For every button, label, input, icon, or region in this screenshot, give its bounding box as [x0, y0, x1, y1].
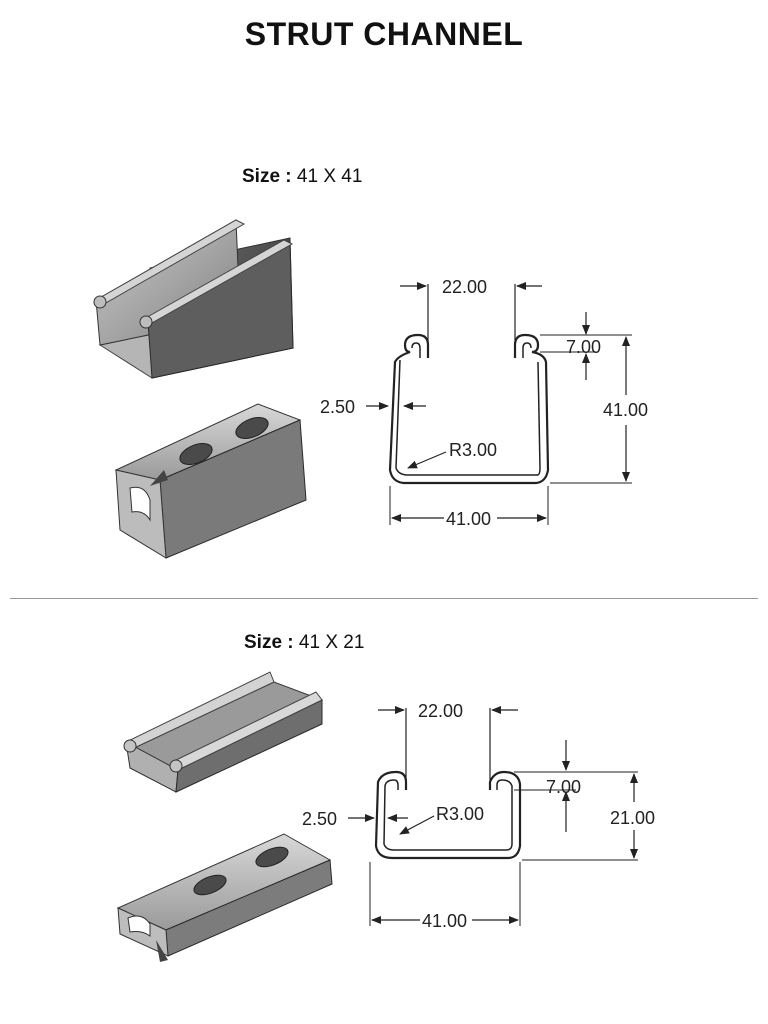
dim-channel-width: 41.00 [446, 509, 491, 529]
channel-3d-plain-41x41 [93, 219, 295, 379]
dim-lip-height: 7.00 [566, 337, 601, 357]
page-title: STRUT CHANNEL [244, 16, 524, 52]
channel-3d-slotted-41x41 [114, 403, 307, 559]
dim-thickness: 2.50 [320, 397, 355, 417]
channel-3d-slotted-41x21 [116, 833, 333, 962]
size-key: Size : [242, 166, 292, 187]
dim-lip-height: 7.00 [546, 777, 581, 797]
dim-channel-width: 41.00 [422, 911, 467, 931]
size-label-41x21: Size : 41 X 21 [244, 632, 364, 654]
size-value: 41 X 21 [298, 632, 365, 653]
profile-drawing-41x41 [366, 282, 632, 525]
channel-3d-plain-41x21 [123, 671, 324, 793]
dim-slot-width: 22.00 [418, 701, 463, 721]
size-label-41x41: Size : 41 X 41 [242, 166, 362, 188]
dim-thickness: 2.50 [302, 809, 337, 829]
size-key: Size : [244, 632, 294, 653]
profile-drawing-41x21 [348, 706, 638, 926]
dim-bend-radius: R3.00 [436, 804, 484, 824]
section-divider [10, 598, 758, 599]
dim-channel-height: 41.00 [603, 400, 648, 420]
dim-slot-width: 22.00 [442, 277, 487, 297]
size-value: 41 X 41 [296, 166, 363, 187]
dim-bend-radius: R3.00 [449, 440, 497, 460]
dim-channel-height: 21.00 [610, 808, 655, 828]
